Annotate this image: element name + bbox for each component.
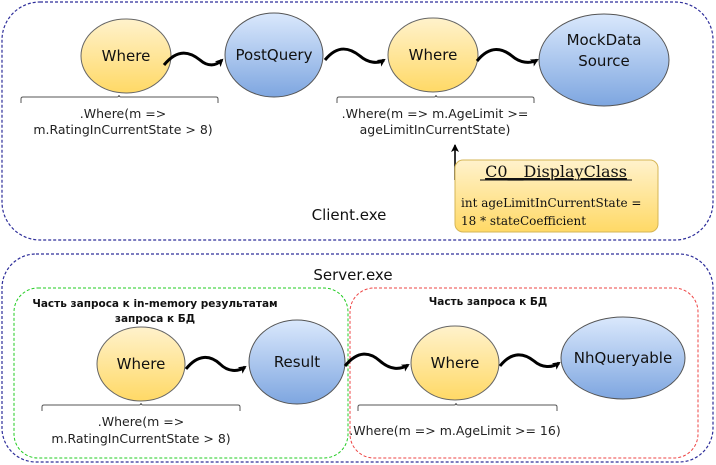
in-memory-part-box — [13, 287, 349, 459]
annotation-brace — [20, 94, 219, 103]
annotation-brace — [357, 402, 558, 411]
flow-arrow — [343, 352, 410, 372]
client-process-title: Client.exe — [312, 206, 387, 224]
node-label: Where — [431, 354, 480, 372]
display-class-body-line1: int ageLimitInCurrentState = — [461, 196, 641, 210]
flow-arrow — [162, 51, 224, 68]
client-node-postquery: PostQuery — [224, 12, 324, 98]
annotation-line2: m.RatingInCurrentState > 8) — [51, 431, 230, 446]
annotation-line2: m.RatingInCurrentState > 8) — [33, 122, 212, 137]
node-label: Where — [409, 46, 458, 64]
display-class-body-line2: 18 * stateCoefficient — [461, 214, 586, 228]
client-node-where-1: Where — [80, 18, 172, 94]
client-node-where-2: Where — [387, 17, 479, 93]
server-node-result: Result — [248, 319, 346, 405]
node-label: Where — [102, 47, 151, 65]
client-node-mockdata-source: MockData Source — [538, 13, 670, 107]
node-label-line1: MockData — [567, 31, 642, 49]
flow-arrow — [323, 47, 386, 67]
server-process-title: Server.exe — [313, 266, 392, 284]
client-process-box — [1, 1, 714, 241]
annotation-line1: .Where(m => — [98, 414, 184, 429]
db-part-title: Часть запроса к БД — [429, 296, 547, 308]
flow-arrow — [184, 356, 247, 374]
server-node-where-1: Where — [96, 326, 186, 402]
node-label: NhQueryable — [574, 349, 672, 367]
annotation-brace — [336, 94, 535, 103]
node-label: PostQuery — [236, 46, 313, 64]
flow-arrow — [498, 353, 561, 370]
node-label: Result — [274, 353, 320, 371]
display-class-title: C0__DisplayClass — [485, 162, 627, 181]
in-memory-part-title-line1: Часть запроса к in-memory результатам — [32, 298, 277, 310]
server-node-where-2: Where — [410, 325, 500, 401]
node-label: Where — [117, 355, 166, 373]
annotation-line1: .Where(m => m.AgeLimit >= — [342, 106, 529, 121]
annotation-brace — [41, 402, 241, 411]
server-node-nhqueryable: NhQueryable — [560, 316, 686, 400]
in-memory-part-title-line2: запроса к БД — [115, 313, 195, 325]
flow-arrow — [475, 48, 539, 67]
display-class-box: C0__DisplayClass int ageLimitInCurrentSt… — [454, 159, 659, 233]
db-part-box — [349, 287, 699, 459]
node-label-line2: Source — [578, 52, 630, 70]
annotation-line1: .Where(m => — [80, 106, 166, 121]
annotation-line1: .Where(m => m.AgeLimit >= 16) — [349, 423, 560, 438]
annotation-line2: ageLimitInCurrentState) — [360, 122, 511, 137]
server-process-box — [1, 253, 714, 463]
